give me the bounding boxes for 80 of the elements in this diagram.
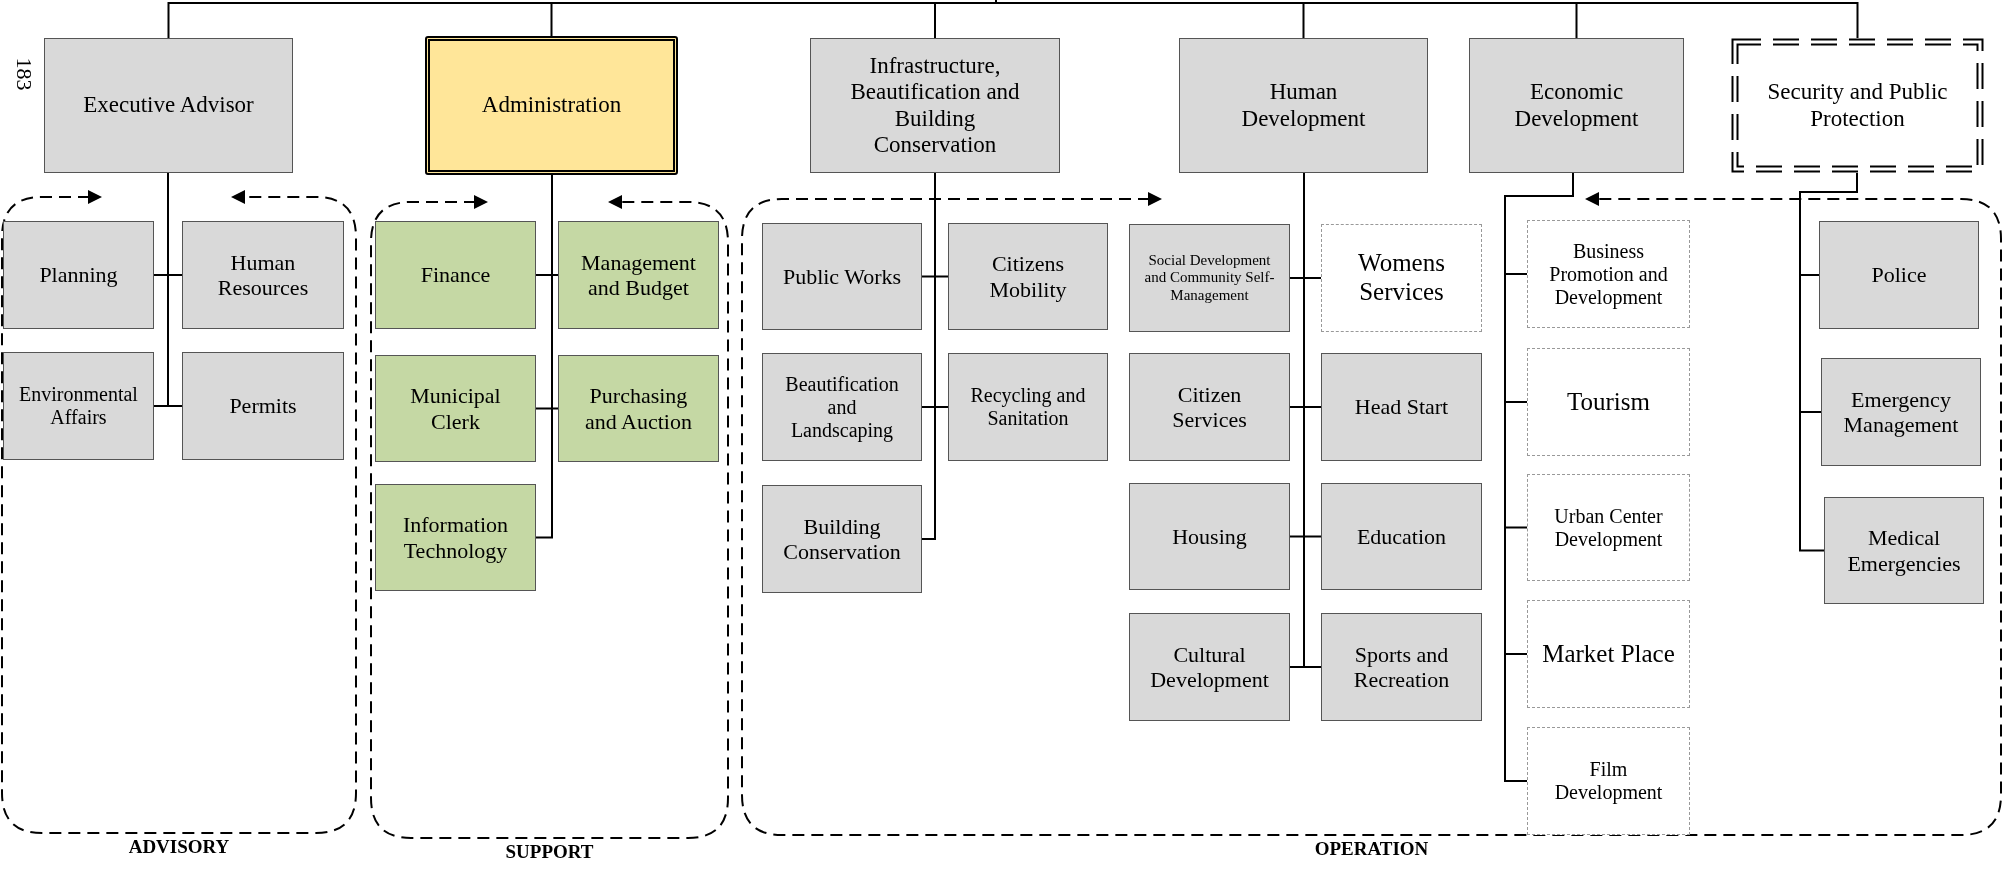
unit-box xyxy=(1129,353,1290,461)
unit-name: Economic Development xyxy=(1513,79,1640,132)
unit-box xyxy=(1129,483,1290,590)
unit-name: Administration xyxy=(481,92,622,119)
unit-name: Finance xyxy=(420,262,491,288)
connector-line xyxy=(167,172,183,407)
unit-box xyxy=(762,353,922,461)
unit-name: Permits xyxy=(229,393,297,419)
unit-box xyxy=(375,355,536,462)
unit-name: Public Works xyxy=(782,263,902,290)
unit-box xyxy=(3,352,154,460)
unit-box xyxy=(1527,220,1690,328)
unit-box xyxy=(1821,358,1981,466)
unit-name: Security and Public Protection xyxy=(1766,79,1949,132)
unit-name: Business Promotion and Development xyxy=(1548,239,1669,309)
department-box xyxy=(425,36,678,175)
unit-box xyxy=(1129,613,1290,721)
unit-box xyxy=(1129,224,1290,332)
unit-name: Building Conservation xyxy=(782,513,902,565)
unit-name: Sports and Recreation xyxy=(1352,641,1451,693)
unit-box xyxy=(558,355,719,462)
unit-box xyxy=(182,352,344,460)
unit-name: Municipal Clerk xyxy=(409,383,502,434)
unit-name: Citizens Mobility xyxy=(988,251,1068,302)
unit-name: Information Technology xyxy=(401,512,510,563)
unit-box xyxy=(1819,221,1979,329)
unit-name: Urban Center Development xyxy=(1553,504,1664,551)
unit-name: Human Development xyxy=(1240,79,1367,132)
unit-name: Womens Services xyxy=(1357,249,1446,307)
unit-box xyxy=(1824,497,1984,604)
unit-box xyxy=(375,221,536,329)
department-box xyxy=(44,38,293,173)
department-box xyxy=(1731,38,1984,173)
unit-name: Film Development xyxy=(1553,758,1664,804)
unit-name: Medical Emergencies xyxy=(1846,525,1962,576)
unit-name: Social Development and Community Self-Management xyxy=(1143,252,1276,304)
unit-box xyxy=(1321,613,1482,721)
connector-line xyxy=(921,172,936,540)
unit-box xyxy=(762,485,922,593)
group-label: ADVISORY xyxy=(128,836,230,858)
unit-name: Beautification and Landscaping xyxy=(784,372,900,442)
unit-box xyxy=(182,221,344,329)
unit-name: Purchasing and Auction xyxy=(584,383,693,434)
unit-name: Human Resources xyxy=(216,249,310,301)
unit-box xyxy=(1527,727,1690,835)
unit-box xyxy=(948,353,1108,461)
unit-box xyxy=(375,484,536,591)
unit-box xyxy=(3,221,154,329)
group-label: SUPPORT xyxy=(505,841,594,863)
department-box xyxy=(1179,38,1428,173)
unit-name: Police xyxy=(1871,262,1927,288)
unit-name: Executive Advisor xyxy=(83,92,254,119)
unit-box xyxy=(1527,348,1690,456)
unit-name: Head Start xyxy=(1354,394,1449,420)
unit-box xyxy=(762,223,922,330)
unit-box xyxy=(1321,224,1482,332)
unit-name: Citizen Services xyxy=(1171,381,1248,433)
unit-box xyxy=(558,221,719,329)
unit-name: Tourism xyxy=(1567,387,1650,417)
unit-name: Education xyxy=(1356,523,1447,550)
department-box xyxy=(1469,38,1684,173)
connector-line xyxy=(535,174,553,539)
page-number: 183 xyxy=(12,57,34,91)
department-box xyxy=(810,38,1060,173)
unit-box xyxy=(1527,600,1690,708)
unit-name: Planning xyxy=(39,262,118,288)
unit-name: Housing xyxy=(1172,523,1247,550)
unit-box xyxy=(1321,353,1482,461)
unit-name: Recycling and Sanitation xyxy=(969,384,1087,430)
unit-name: Market Place xyxy=(1542,639,1675,669)
unit-name: Infrastructure, Beautification and Building Conservation xyxy=(849,52,1021,159)
unit-box xyxy=(1527,474,1690,581)
unit-name: Environmental Affairs xyxy=(18,383,139,429)
unit-name: Cultural Development xyxy=(1149,641,1270,693)
connector-line xyxy=(1799,172,1858,552)
unit-name: Management and Budget xyxy=(580,249,697,301)
unit-box xyxy=(1321,483,1482,590)
group-label: OPERATION xyxy=(1314,838,1429,860)
unit-box xyxy=(948,223,1108,330)
unit-name: Emergency Management xyxy=(1842,386,1960,438)
